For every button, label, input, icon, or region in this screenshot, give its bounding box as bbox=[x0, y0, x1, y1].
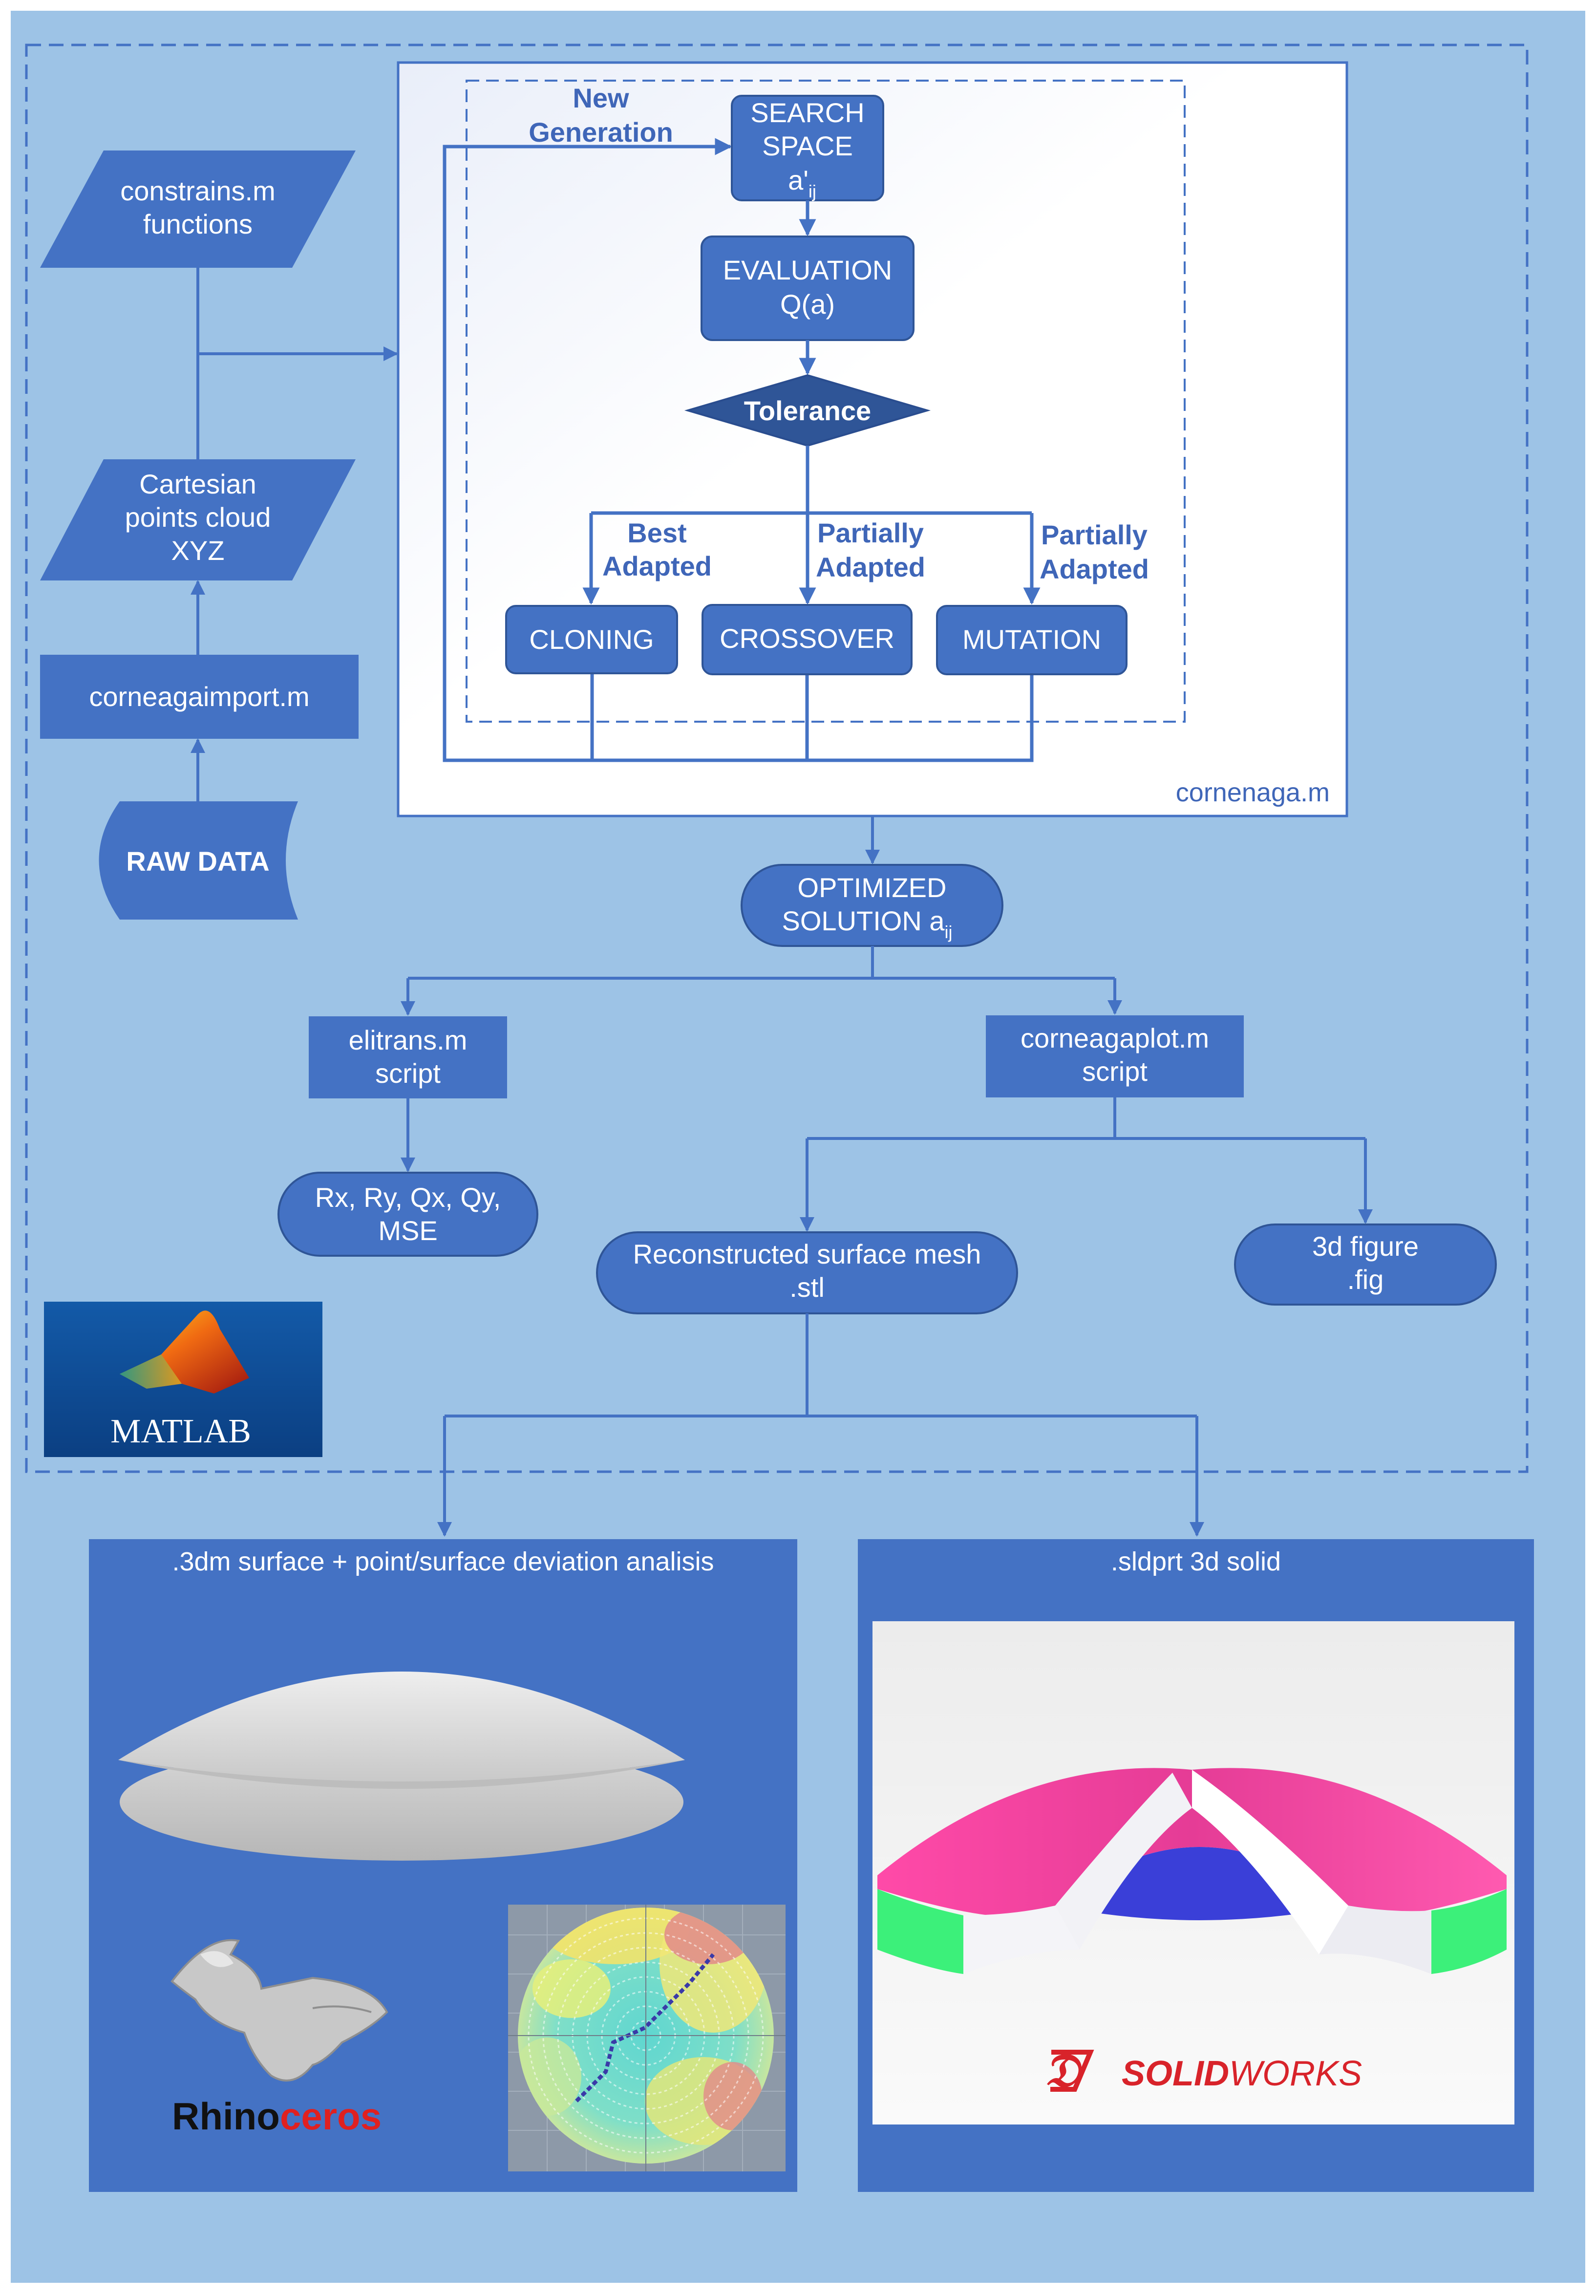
optimized-line-2-text: SOLUTION a bbox=[782, 905, 945, 936]
deviation-analysis-image bbox=[508, 1905, 786, 2171]
cloud-line-1: Cartesian bbox=[139, 469, 256, 499]
new-generation-line-1: New bbox=[573, 83, 629, 113]
search-space-line-1: SEARCH bbox=[750, 97, 864, 128]
corneal-solid-image bbox=[877, 1768, 1507, 1974]
search-space-subscript: ij bbox=[809, 181, 816, 201]
optimized-node: OPTIMIZED SOLUTION aij bbox=[741, 864, 1003, 947]
matlab-logo: MATLAB bbox=[44, 1302, 322, 1457]
ds-mark-icon bbox=[1050, 2050, 1094, 2092]
params-line-2: MSE bbox=[378, 1215, 437, 1246]
matlab-boundary bbox=[25, 43, 1529, 1473]
search-space-symbol: a'ij bbox=[788, 165, 816, 201]
params-node: Rx, Ry, Qx, Qy, MSE bbox=[277, 1172, 538, 1257]
mesh-node: Reconstructed surface mesh .stl bbox=[596, 1231, 1018, 1314]
figure-line-2: .fig bbox=[1347, 1264, 1384, 1295]
raw-data-label: RAW DATA bbox=[126, 846, 269, 877]
tolerance-label: Tolerance bbox=[744, 395, 871, 426]
branch-2-label-line-2: Adapted bbox=[816, 552, 925, 582]
constrains-line-1: constrains.m bbox=[120, 175, 275, 206]
ga-module-label: cornenaga.m bbox=[1176, 778, 1330, 807]
rhinoceros-wordmark-part-1: Rhino bbox=[172, 2095, 280, 2138]
plot-script-node: corneagaplot.m script bbox=[986, 1015, 1244, 1097]
search-space-a: a' bbox=[788, 165, 809, 195]
elitrans-node: elitrans.m script bbox=[309, 1016, 507, 1098]
branch-1-label-line-1: Best bbox=[627, 517, 686, 548]
cornea-surface-image bbox=[118, 1672, 685, 1861]
branch-3-label-line-1: Partially bbox=[1041, 519, 1148, 550]
import-label: corneagaimport.m bbox=[89, 681, 309, 712]
rhinoceros-logo: Rhinoceros bbox=[170, 1939, 388, 2138]
solidworks-wordmark: SOLIDWORKS bbox=[1122, 2054, 1362, 2093]
search-space-line-2: SPACE bbox=[762, 130, 853, 161]
rhino-panel: .3dm surface + point/surface deviation a… bbox=[89, 1539, 797, 2192]
solidworks-panel: .sldprt 3d solid 𝔇 SOLIDWORKS bbox=[858, 1539, 1534, 2192]
import-node: corneagaimport.m bbox=[40, 655, 359, 739]
optimized-line-2: SOLUTION aij bbox=[782, 905, 953, 942]
rhino-panel-caption: .3dm surface + point/surface deviation a… bbox=[172, 1547, 714, 1576]
plot-script-line-2: script bbox=[1082, 1056, 1148, 1087]
figure-line-1: 3d figure bbox=[1312, 1231, 1419, 1262]
branch-2-label-line-1: Partially bbox=[817, 517, 924, 548]
cloud-line-2: points cloud bbox=[125, 502, 271, 533]
rhino-head-icon bbox=[170, 1939, 388, 2082]
evaluation-line-1: EVALUATION bbox=[723, 255, 892, 285]
mutation-label: MUTATION bbox=[962, 624, 1101, 655]
rhinoceros-wordmark-part-2: ceros bbox=[280, 2095, 382, 2138]
mesh-line-2: .stl bbox=[789, 1272, 825, 1303]
new-generation-line-2: Generation bbox=[529, 117, 673, 148]
cloning-node: CLONING bbox=[505, 605, 678, 674]
cloud-line-3: XYZ bbox=[171, 535, 225, 566]
crossover-label: CROSSOVER bbox=[720, 623, 894, 654]
new-generation-loop bbox=[443, 138, 732, 762]
mesh-line-1: Reconstructed surface mesh bbox=[633, 1239, 981, 1269]
ga-inner-dashed bbox=[466, 80, 1186, 723]
raw-data-node: RAW DATA bbox=[99, 801, 298, 920]
rhinoceros-wordmark: Rhinoceros bbox=[172, 2095, 382, 2138]
params-line-1: Rx, Ry, Qx, Qy, bbox=[315, 1182, 501, 1213]
optimized-line-1: OPTIMIZED bbox=[798, 872, 947, 903]
solidworks-wordmark-part-1: SOLID bbox=[1122, 2054, 1229, 2093]
constrains-node: constrains.m functions bbox=[40, 150, 356, 268]
mutation-return bbox=[592, 674, 1034, 762]
search-space-node: SEARCH SPACE a'ij bbox=[731, 95, 884, 201]
crossover-node: CROSSOVER bbox=[702, 604, 913, 675]
solidworks-panel-caption: .sldprt 3d solid bbox=[1111, 1547, 1281, 1576]
constrains-line-2: functions bbox=[143, 209, 253, 239]
evaluation-node: EVALUATION Q(a) bbox=[701, 236, 915, 341]
evaluation-line-2: Q(a) bbox=[780, 289, 835, 320]
branch-3-label-line-2: Adapted bbox=[1040, 554, 1149, 584]
figure-node: 3d figure .fig bbox=[1234, 1223, 1497, 1306]
matlab-wordmark: MATLAB bbox=[110, 1413, 251, 1450]
solidworks-wordmark-part-2: WORKS bbox=[1229, 2054, 1362, 2093]
cloud-node: Cartesian points cloud XYZ bbox=[40, 459, 356, 580]
branch-1-label-line-2: Adapted bbox=[602, 551, 712, 581]
solidworks-logo: 𝔇 SOLIDWORKS bbox=[1044, 2044, 1362, 2097]
cloning-label: CLONING bbox=[529, 624, 654, 655]
mutation-node: MUTATION bbox=[936, 605, 1128, 675]
optimized-subscript: ij bbox=[944, 922, 952, 942]
plot-script-line-1: corneagaplot.m bbox=[1021, 1023, 1209, 1053]
elitrans-line-2: script bbox=[375, 1058, 441, 1089]
elitrans-line-1: elitrans.m bbox=[349, 1025, 468, 1055]
